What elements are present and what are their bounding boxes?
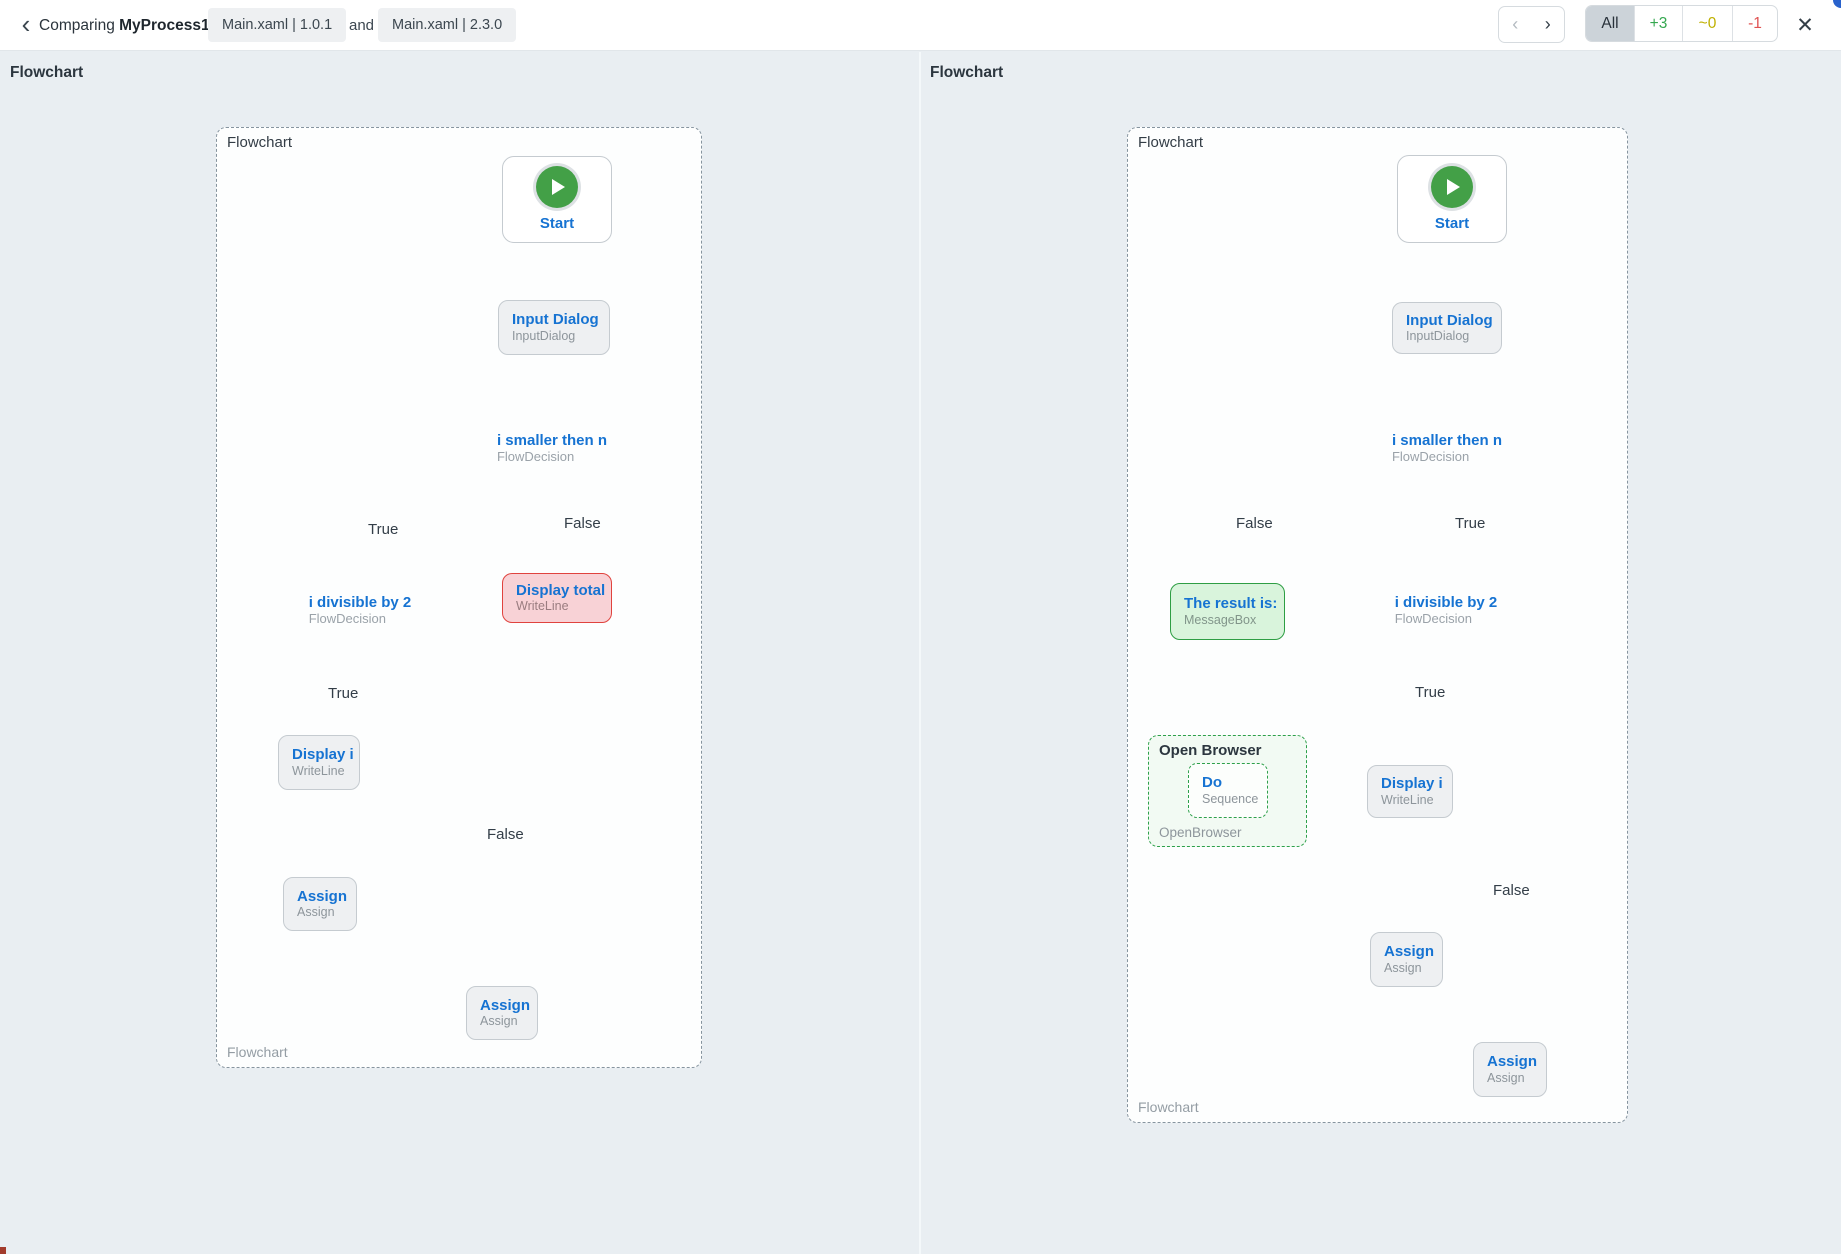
back-button[interactable]: ‹ <box>12 4 40 44</box>
process-name: MyProcess1 <box>119 17 210 34</box>
left-decision1-true-label: True <box>368 521 399 538</box>
left-frame-title: Flowchart <box>227 134 293 151</box>
left-decision1-false-label: False <box>564 515 601 532</box>
right-version-chip: Main.xaml | 2.3.0 <box>378 8 517 42</box>
node-title: Assign <box>297 887 348 905</box>
left-version-chip: Main.xaml | 1.0.1 <box>208 8 347 42</box>
filter-all-button[interactable]: All <box>1586 6 1635 41</box>
node-subtitle: InputDialog <box>1406 329 1470 344</box>
node-subtitle: Sequence <box>1202 791 1259 806</box>
node-title: The result is: <box>1184 595 1278 613</box>
node-subtitle: Assign <box>480 1014 518 1029</box>
compare-title-prefix: Comparing <box>39 17 115 34</box>
node-title: Assign <box>1384 943 1435 961</box>
node-subtitle: FlowDecision <box>308 610 387 626</box>
node-subtitle: FlowDecision <box>496 448 575 464</box>
left-input-dialog-node[interactable]: Input Dialog InputDialog <box>498 300 610 355</box>
node-title: i divisible by 2 <box>308 593 412 611</box>
left-assign-node[interactable]: Assign Assign <box>283 877 357 931</box>
right-frame-title: Flowchart <box>1138 134 1204 151</box>
bottom-left-artifact <box>0 1247 6 1254</box>
diff-nav-group: ‹ › <box>1498 6 1565 43</box>
left-display-i-node[interactable]: Display i WriteLine <box>278 735 360 790</box>
top-bar: ‹ Comparing MyProcess1 Main.xaml | 1.0.1… <box>0 0 1841 51</box>
node-title: Display i <box>1381 775 1443 793</box>
right-display-i-node[interactable]: Display i WriteLine <box>1367 765 1453 818</box>
node-subtitle: Assign <box>297 905 335 920</box>
node-title: Start <box>539 215 575 233</box>
right-assign2-node[interactable]: Assign Assign <box>1473 1042 1547 1097</box>
node-title: Display i <box>292 746 354 764</box>
close-button[interactable]: ✕ <box>1789 9 1821 41</box>
node-title: Assign <box>1487 1053 1538 1071</box>
play-icon <box>536 166 578 209</box>
filter-added-button[interactable]: +3 <box>1635 6 1683 41</box>
node-title: i smaller then n <box>1391 431 1503 449</box>
panel-divider <box>919 52 921 1254</box>
node-subtitle: InputDialog <box>512 328 576 343</box>
right-decision1-node[interactable]: i smaller then n FlowDecision <box>1353 410 1541 486</box>
filter-modified-button[interactable]: ~0 <box>1683 6 1733 41</box>
right-do-sequence-node[interactable]: Do Sequence <box>1188 763 1268 818</box>
node-subtitle: Assign <box>1384 960 1422 975</box>
node-title: Start <box>1434 214 1470 232</box>
left-decision2-node[interactable]: i divisible by 2 FlowDecision <box>272 573 448 647</box>
left-decision1-node[interactable]: i smaller then n FlowDecision <box>457 410 647 486</box>
node-title: Input Dialog <box>1406 311 1493 329</box>
right-decision1-false-label: False <box>1236 515 1273 532</box>
node-title: i divisible by 2 <box>1394 593 1498 611</box>
right-message-box-node[interactable]: The result is: MessageBox <box>1170 583 1285 640</box>
left-display-total-node[interactable]: Display total WriteLine <box>502 573 612 623</box>
node-subtitle: MessageBox <box>1184 612 1257 627</box>
conjunction-label: and <box>349 17 375 34</box>
node-title: Assign <box>480 996 531 1014</box>
left-assign2-node[interactable]: Assign Assign <box>466 986 538 1040</box>
node-title: Do <box>1202 774 1222 792</box>
diff-filter-group: All +3 ~0 -1 <box>1585 5 1778 42</box>
node-subtitle: Assign <box>1487 1070 1525 1085</box>
right-frame-footer: Flowchart <box>1138 1099 1199 1115</box>
node-subtitle: FlowDecision <box>1391 448 1470 464</box>
node-title: i smaller then n <box>496 431 608 449</box>
top-right-artifact <box>1833 0 1841 8</box>
node-subtitle: WriteLine <box>292 763 345 778</box>
node-title: Input Dialog <box>512 311 599 329</box>
open-browser-footer: OpenBrowser <box>1159 825 1242 840</box>
filter-removed-button[interactable]: -1 <box>1733 6 1777 41</box>
node-subtitle: WriteLine <box>1381 792 1434 807</box>
right-assign-node[interactable]: Assign Assign <box>1370 932 1443 987</box>
left-panel-heading: Flowchart <box>10 64 84 81</box>
play-icon <box>1431 165 1473 208</box>
right-decision2-false-label: False <box>1493 882 1530 899</box>
previous-difference-button[interactable]: ‹ <box>1499 7 1532 42</box>
left-frame-footer: Flowchart <box>227 1044 288 1060</box>
left-decision2-true-label: True <box>328 685 359 702</box>
right-panel-heading: Flowchart <box>930 64 1004 81</box>
node-title: Display total <box>516 581 606 599</box>
left-decision2-false-label: False <box>487 826 524 843</box>
open-browser-title: Open Browser <box>1159 742 1262 759</box>
right-start-node[interactable]: Start <box>1397 155 1507 243</box>
right-decision2-true-label: True <box>1415 684 1446 701</box>
node-subtitle: WriteLine <box>516 599 569 614</box>
right-decision2-node[interactable]: i divisible by 2 FlowDecision <box>1358 572 1534 648</box>
left-start-node[interactable]: Start <box>502 156 612 243</box>
right-decision1-true-label: True <box>1455 515 1486 532</box>
next-difference-button[interactable]: › <box>1532 7 1565 42</box>
compare-title: Comparing MyProcess1 <box>39 0 210 51</box>
node-subtitle: FlowDecision <box>1394 610 1473 626</box>
right-input-dialog-node[interactable]: Input Dialog InputDialog <box>1392 302 1502 354</box>
